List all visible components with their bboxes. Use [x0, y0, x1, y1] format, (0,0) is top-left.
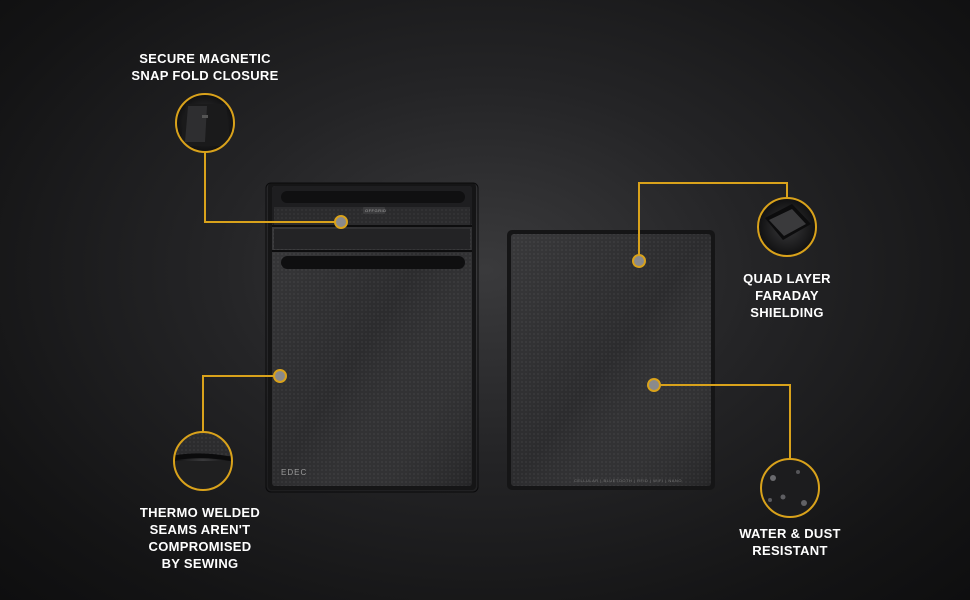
callout-lines	[202, 152, 791, 459]
callout-dots	[273, 215, 661, 392]
dot-thermo	[273, 369, 287, 383]
feature-thermo-welded: THERMO WELDED SEAMS AREN'T COMPROMISED B…	[139, 505, 261, 571]
front-tag: OFFGRID	[365, 208, 387, 213]
magnet-closure-detail-icon	[175, 93, 235, 153]
callout-line-water	[654, 384, 791, 459]
dot-magnetic	[334, 215, 348, 229]
dot-faraday	[632, 254, 646, 268]
feature-faraday-shielding: QUAD LAYER FARADAY SHIELDING	[743, 271, 831, 320]
dot-water	[647, 378, 661, 392]
callout-line-thermo	[202, 375, 280, 432]
callout-line-faraday	[638, 182, 788, 261]
feature-magnetic-closure: SECURE MAGNETIC SNAP FOLD CLOSURE	[131, 51, 279, 83]
back-pouch	[507, 230, 715, 490]
welded-seam-detail-icon	[173, 431, 233, 491]
back-print: CELLULAR | BLUETOOTH | RFID | WIFI | NAN…	[574, 478, 682, 483]
feature-water-dust: WATER & DUST RESISTANT	[739, 526, 841, 558]
faraday-layer-detail-icon	[757, 197, 817, 257]
water-drop-detail-icon	[760, 458, 820, 518]
brand-logo: EDEC	[281, 468, 308, 477]
callout-line-magnetic	[204, 152, 341, 223]
front-pouch	[265, 182, 479, 493]
